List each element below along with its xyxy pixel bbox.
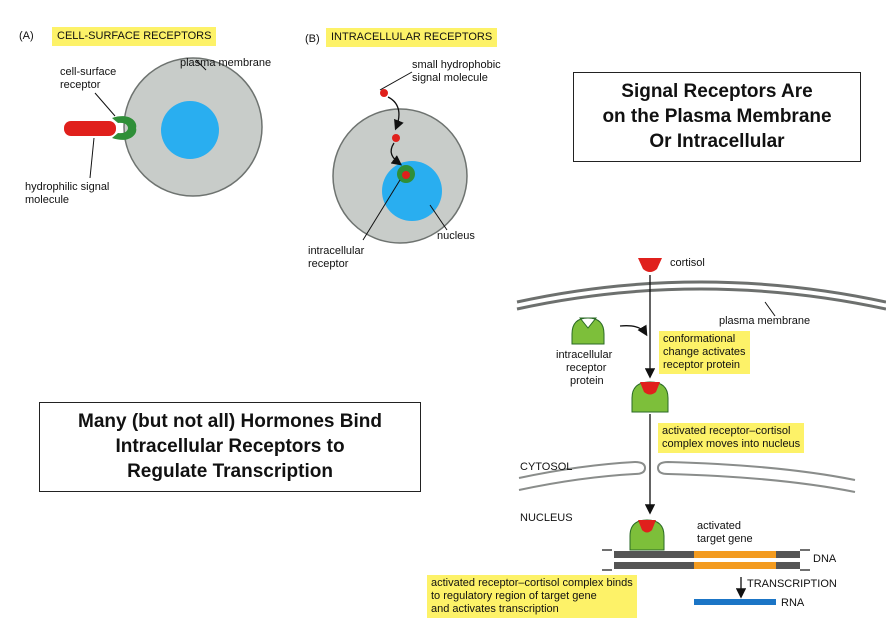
conformational-change-note: conformational change activates receptor… bbox=[659, 331, 750, 374]
arrow-signal-to-receptor bbox=[390, 142, 403, 166]
receptor-protein-label-line1: intracellular bbox=[556, 349, 613, 361]
complex-binds-line2: to regulatory region of target gene bbox=[431, 590, 597, 602]
signal-molecule-inside bbox=[392, 134, 400, 142]
leader-line-intracellular-receptor bbox=[362, 179, 401, 241]
title-box-signal-receptors-line1: Signal Receptors Are bbox=[621, 81, 813, 102]
target-gene-label-line1: activated bbox=[697, 520, 742, 532]
leader-line-signal bbox=[89, 137, 95, 179]
arrow-signal-enter bbox=[387, 96, 404, 131]
title-box-signal-receptors: Signal Receptors Are on the Plasma Membr… bbox=[573, 72, 861, 162]
hydrophilic-signal-label-line2: molecule bbox=[25, 194, 70, 206]
panel-c-plasma-membrane-label: plasma membrane bbox=[719, 315, 811, 327]
panel-a-cell bbox=[123, 57, 263, 197]
panel-b-nucleus-label: nucleus bbox=[437, 230, 475, 242]
target-gene-label-line2: target gene bbox=[697, 533, 753, 545]
activated-complex-dna bbox=[629, 519, 665, 551]
signal-molecule-outside bbox=[380, 89, 388, 97]
title-box-signal-receptors-line3: Or Intracellular bbox=[649, 131, 785, 152]
complex-binds-note: activated receptor–cortisol complex bind… bbox=[427, 575, 637, 618]
leader-line-nucleus bbox=[429, 204, 448, 231]
receptor-protein-label-line2: receptor bbox=[566, 362, 607, 374]
conformational-line1: conformational bbox=[663, 333, 736, 345]
plasma-membrane-shape bbox=[516, 280, 886, 311]
complex-moves-note: activated receptor–cortisol complex move… bbox=[658, 423, 805, 453]
dna-shape bbox=[602, 549, 810, 571]
cell-surface-receptor-shape bbox=[112, 116, 137, 140]
panel-b-cell bbox=[332, 108, 468, 244]
hydrophilic-signal-molecule-shape bbox=[64, 121, 116, 136]
small-hydrophobic-label-line2: signal molecule bbox=[412, 72, 488, 84]
arrow-receptor-conformational bbox=[619, 324, 648, 337]
cortisol-label: cortisol bbox=[670, 257, 705, 269]
nuclear-envelope-shape bbox=[518, 460, 856, 493]
leader-line-membrane-a bbox=[195, 59, 207, 71]
panel-b-heading: INTRACELLULAR RECEPTORS bbox=[326, 28, 498, 47]
leader-line-signal-b bbox=[379, 71, 413, 91]
complex-binds-line1: activated receptor–cortisol complex bind… bbox=[431, 577, 633, 589]
complex-binds-line3: and activates transcription bbox=[431, 603, 559, 615]
panel-a-letter: (A) bbox=[19, 30, 34, 42]
intracellular-receptor-label-line2: receptor bbox=[308, 258, 349, 270]
hydrophilic-signal-label-line1: hydrophilic signal bbox=[25, 181, 110, 193]
receptor-protein-label-line3: protein bbox=[570, 375, 604, 387]
title-box-signal-receptors-line2: on the Plasma Membrane bbox=[602, 106, 832, 127]
title-box-hormones-line3: Regulate Transcription bbox=[127, 461, 333, 482]
small-hydrophobic-label-line1: small hydrophobic bbox=[412, 59, 501, 71]
leader-line-receptor bbox=[94, 92, 116, 117]
complex-moves-line2: complex moves into nucleus bbox=[662, 438, 801, 450]
transcription-label: TRANSCRIPTION bbox=[747, 578, 837, 590]
panel-a-heading: CELL-SURFACE RECEPTORS bbox=[52, 27, 217, 46]
complex-moves-line1: activated receptor–cortisol bbox=[662, 425, 791, 437]
panel-a-plasma-membrane-label: plasma membrane bbox=[180, 57, 272, 69]
conformational-line3: receptor protein bbox=[663, 359, 741, 371]
cytosol-label: CYTOSOL bbox=[520, 461, 573, 473]
title-box-hormones-line1: Many (but not all) Hormones Bind bbox=[78, 411, 382, 432]
receptor-protein-shape bbox=[571, 317, 605, 345]
cell-surface-receptor-label-line1: cell-surface bbox=[60, 66, 117, 78]
nucleus-label: NUCLEUS bbox=[520, 512, 573, 524]
cell-surface-receptor-label-line2: receptor bbox=[60, 79, 101, 91]
intracellular-receptor-label-line1: intracellular bbox=[308, 245, 365, 257]
conformational-line2: change activates bbox=[663, 346, 746, 358]
rna-label: RNA bbox=[781, 597, 805, 609]
rna-shape bbox=[694, 599, 776, 605]
leader-line-membrane-c bbox=[764, 301, 776, 317]
title-box-hormones: Many (but not all) Hormones Bind Intrace… bbox=[39, 402, 421, 492]
dna-label: DNA bbox=[813, 553, 837, 565]
panel-b-letter: (B) bbox=[305, 33, 320, 45]
title-box-hormones-line2: Intracellular Receptors to bbox=[115, 436, 345, 457]
activated-complex-cytosol bbox=[631, 381, 669, 413]
cortisol-shape bbox=[638, 258, 662, 272]
